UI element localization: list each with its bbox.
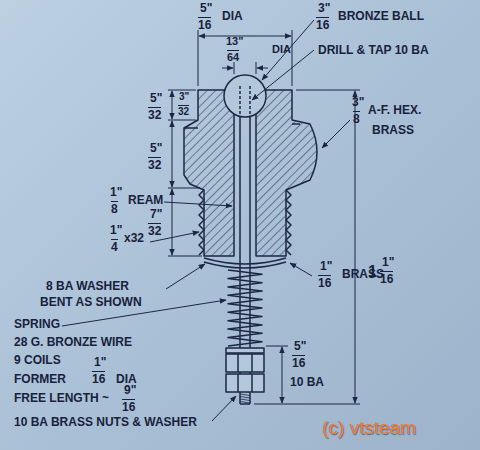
stem-thread bbox=[240, 397, 250, 399]
material: BRASS bbox=[372, 124, 414, 137]
part-name: 8 BA WASHER bbox=[46, 280, 129, 293]
dimension: 8 bbox=[353, 111, 360, 126]
stem-end bbox=[240, 403, 250, 405]
dimension: 32 bbox=[148, 157, 161, 172]
nut-face bbox=[251, 374, 253, 392]
bronze-ball bbox=[224, 75, 266, 117]
hex-line bbox=[292, 123, 300, 125]
part-name: BRONZE BALL bbox=[338, 10, 424, 23]
dimension: DIA bbox=[222, 10, 243, 23]
part-name: 10 BA BRASS NUTS & WASHER bbox=[14, 416, 197, 429]
dimension: 32 bbox=[178, 105, 189, 118]
dimension-lines bbox=[62, 20, 360, 421]
dimension: 16 bbox=[92, 371, 105, 386]
thread-and-coil-strokes bbox=[199, 190, 291, 403]
dimension: 3" bbox=[352, 96, 364, 109]
dimension: 1" bbox=[110, 186, 122, 199]
body-left-section bbox=[184, 90, 234, 256]
dimension: 32 bbox=[148, 107, 161, 122]
stem-thread bbox=[240, 399, 250, 401]
dimension: 1" bbox=[382, 256, 394, 269]
dimension: 64 bbox=[227, 50, 239, 64]
note: 28 G. BRONZE WIRE bbox=[14, 336, 132, 349]
dimension: 5" bbox=[294, 340, 306, 353]
dimension: 5" bbox=[200, 2, 212, 15]
stem-thread bbox=[240, 394, 250, 396]
note: FREE LENGTH ~ bbox=[14, 392, 109, 405]
dimension: 5" bbox=[150, 142, 162, 155]
thread bbox=[199, 190, 204, 255]
dimension: 1" bbox=[94, 356, 106, 369]
dimension: 32 bbox=[148, 223, 161, 238]
material: BRASS bbox=[342, 268, 384, 281]
body-right-section bbox=[256, 90, 317, 256]
bent-washer bbox=[204, 258, 286, 264]
dimension: 16 bbox=[318, 275, 331, 290]
part-name: SPRING bbox=[14, 318, 60, 331]
dimension: 9" bbox=[124, 384, 136, 397]
note: 9 COILS bbox=[14, 354, 61, 367]
dimension: 3" bbox=[179, 92, 189, 103]
nut-face bbox=[251, 354, 253, 372]
note: BENT AS SHOWN bbox=[40, 296, 142, 309]
nut bbox=[226, 374, 264, 392]
dimension: 7" bbox=[150, 208, 162, 221]
hex-line bbox=[184, 127, 198, 129]
washer bbox=[226, 348, 264, 353]
thread bbox=[286, 190, 291, 255]
nut-face bbox=[237, 374, 239, 392]
note: REAM bbox=[128, 194, 163, 207]
note: FORMER bbox=[14, 373, 66, 386]
note: DRILL & TAP 10 BA bbox=[318, 44, 429, 57]
dimension: 8 bbox=[111, 201, 118, 216]
tapped-hole bbox=[239, 86, 241, 117]
dimension: 16 bbox=[292, 355, 305, 370]
dimension: 5" bbox=[150, 92, 162, 105]
dimension: 1" bbox=[320, 260, 332, 273]
dimension: x32 bbox=[124, 232, 144, 245]
dimension: 16 bbox=[122, 399, 135, 414]
dimension: 13" bbox=[226, 36, 243, 48]
bent-washer bbox=[204, 262, 286, 268]
dimension: 10 BA bbox=[290, 376, 324, 389]
dimension: 16 bbox=[316, 17, 329, 32]
dimension: DIA bbox=[272, 44, 291, 56]
dimension: 16 bbox=[198, 17, 211, 32]
dimension: 3" bbox=[318, 2, 330, 15]
nut bbox=[226, 354, 264, 372]
tapped-hole bbox=[249, 86, 251, 117]
dimension: 4 bbox=[111, 239, 118, 254]
spring-coil bbox=[228, 270, 262, 346]
watermark: (c) vtsteam bbox=[322, 418, 416, 438]
stem-thread bbox=[240, 402, 250, 404]
dimension: 1" bbox=[110, 224, 122, 237]
nut-face bbox=[237, 354, 239, 372]
part-name: A-F. HEX. bbox=[368, 104, 421, 117]
